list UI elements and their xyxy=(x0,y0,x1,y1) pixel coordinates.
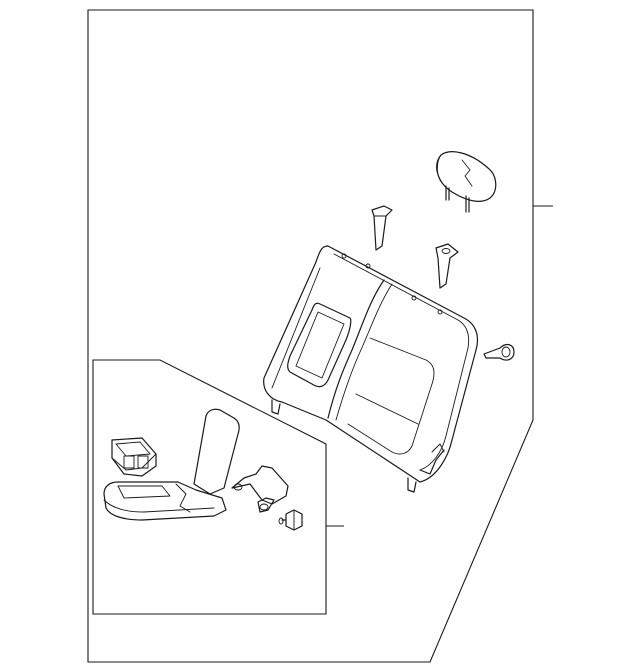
headrest-guide-left xyxy=(371,205,393,251)
armrest-cupholder xyxy=(111,437,157,477)
armrest-assembly xyxy=(103,408,240,521)
armrest-bracket xyxy=(231,465,289,513)
armrest-bolt xyxy=(278,509,303,531)
side-bolster-clip xyxy=(483,343,515,361)
headrest xyxy=(436,151,497,213)
seat-back-assembly xyxy=(263,245,479,493)
headrest-guide-right xyxy=(435,243,459,289)
